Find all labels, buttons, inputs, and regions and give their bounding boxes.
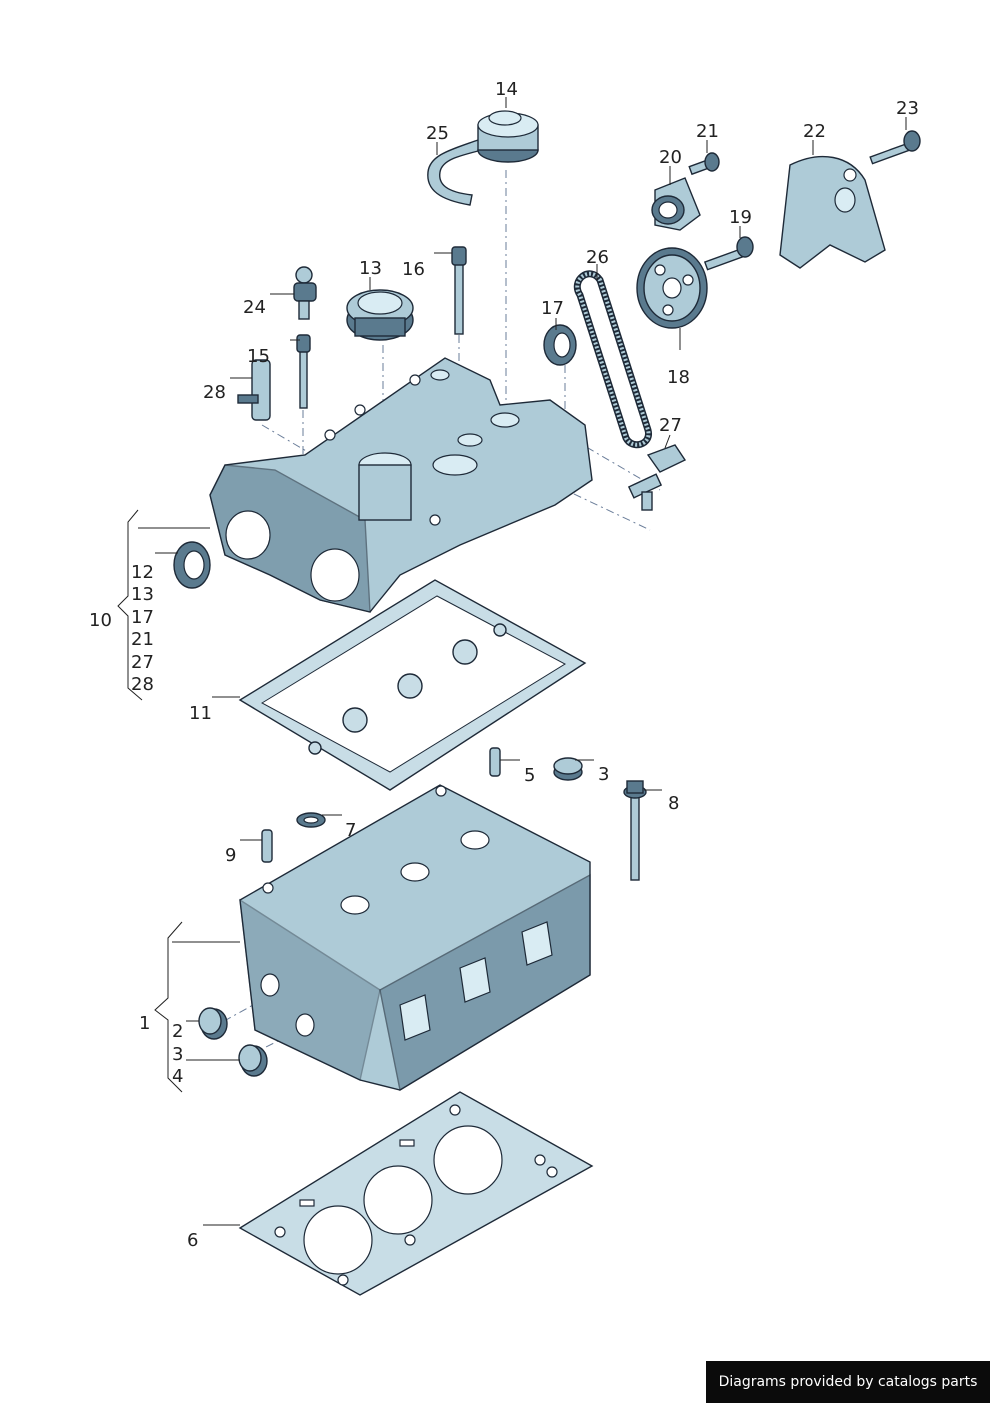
group-10-item-13: 13 [131, 584, 154, 605]
leader-lines [138, 97, 907, 1226]
bolt-part-19 [703, 236, 754, 271]
callout-13: 13 [359, 258, 382, 279]
cover-part-22 [779, 155, 886, 269]
plug-part-3-upper [553, 757, 583, 781]
callout-11: 11 [189, 703, 212, 724]
callout-2: 2 [172, 1021, 183, 1042]
head-gasket-part-6 [238, 1091, 594, 1296]
callout-26: 26 [586, 247, 609, 268]
dowel-part-5 [489, 747, 501, 777]
bolt-part-16 [451, 246, 467, 335]
gasket-part-11 [238, 579, 587, 791]
callout-16: 16 [402, 259, 425, 280]
plug-part-3-lower [238, 1044, 268, 1077]
belt-part-26 [574, 270, 652, 449]
callout-25: 25 [426, 123, 449, 144]
callout-5: 5 [524, 765, 535, 786]
callout-labels: 14 25 21 20 22 23 19 13 16 26 24 17 15 2… [89, 79, 919, 1251]
callout-20: 20 [659, 147, 682, 168]
pulley-part-18 [636, 247, 708, 329]
callout-9: 9 [225, 845, 236, 866]
callout-23: 23 [896, 98, 919, 119]
callout-1: 1 [139, 1013, 150, 1034]
callout-3-lower: 3 [172, 1044, 183, 1065]
cap-part-14 [477, 110, 539, 163]
callout-17: 17 [541, 298, 564, 319]
callout-14: 14 [495, 79, 518, 100]
plug-part-2 [198, 1007, 228, 1040]
callout-21: 21 [696, 121, 719, 142]
callout-19: 19 [729, 207, 752, 228]
group-10-item-17: 17 [131, 607, 154, 628]
seal-part-17 [543, 324, 577, 366]
hose-part-25 [427, 139, 483, 206]
bolt-part-23 [869, 130, 921, 165]
callout-22: 22 [803, 121, 826, 142]
callout-3-upper: 3 [598, 764, 609, 785]
seal-part-20 [651, 177, 701, 231]
callout-28: 28 [203, 382, 226, 403]
filler-cap-part-13 [346, 289, 414, 341]
head-bolt-part-8 [623, 780, 647, 881]
bolt-part-21 [688, 152, 720, 176]
callout-4: 4 [172, 1066, 183, 1087]
callout-15: 15 [247, 346, 270, 367]
stud-part-9 [261, 829, 273, 863]
camshaft-housing-part-10 [209, 357, 593, 613]
seal-part-12 [173, 541, 211, 589]
ball-stud-part-24 [293, 266, 317, 320]
group-10-item-28: 28 [131, 674, 154, 695]
group-10-item-21: 21 [131, 629, 154, 650]
credit-banner: Diagrams provided by catalogs parts [706, 1361, 990, 1403]
sensor-part-27 [627, 444, 687, 511]
callout-6: 6 [187, 1230, 198, 1251]
valve-part-28 [237, 359, 271, 421]
group-1-bracket [154, 921, 183, 1093]
cylinder-head-part-1 [239, 784, 591, 1092]
group-10-item-12: 12 [131, 562, 154, 583]
callout-18: 18 [667, 367, 690, 388]
group-10-item-27: 27 [131, 652, 154, 673]
callout-7: 7 [345, 820, 356, 841]
group-10-label: 10 [89, 610, 112, 631]
callout-8: 8 [668, 793, 679, 814]
seal-part-7 [296, 812, 326, 828]
callout-27: 27 [659, 415, 682, 436]
bolt-part-15 [296, 334, 311, 409]
group-10-bracket [117, 509, 143, 701]
callout-24: 24 [243, 297, 266, 318]
